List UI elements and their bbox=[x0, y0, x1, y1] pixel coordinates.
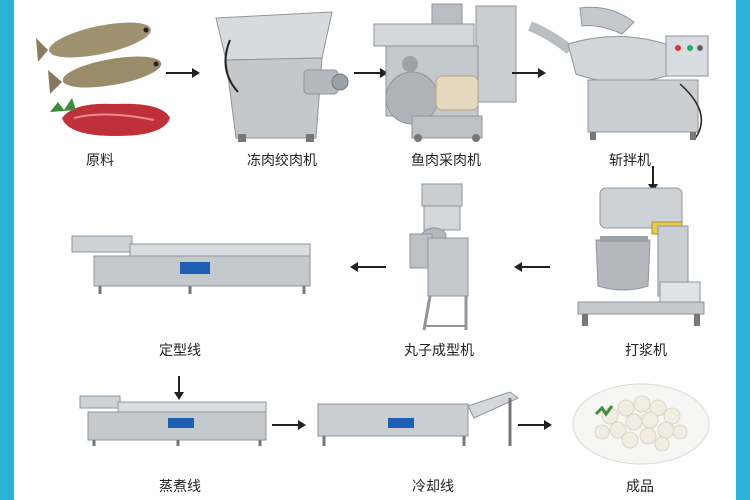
beater-machine-illustration bbox=[577, 187, 705, 326]
grinder-machine-illustration bbox=[215, 11, 349, 142]
stage-label-setting-line: 定型线 bbox=[159, 343, 201, 359]
arrow-left-icon bbox=[514, 262, 550, 272]
stage-label-raw-material: 原料 bbox=[86, 153, 114, 169]
arrow-right-icon bbox=[166, 68, 200, 78]
fish-balls-plate-illustration bbox=[572, 383, 710, 465]
arrow-left-icon bbox=[350, 262, 386, 272]
forming-machine-illustration bbox=[409, 183, 469, 331]
frozen-meat-grinder-image bbox=[212, 10, 352, 145]
stage-label-steaming-line: 蒸煮线 bbox=[159, 479, 201, 495]
arrow-right-icon bbox=[512, 68, 546, 78]
raw-material-image bbox=[34, 10, 174, 140]
setting-line-image bbox=[70, 226, 314, 296]
stage-label-beater: 打浆机 bbox=[625, 343, 667, 359]
ball-forming-machine-image bbox=[404, 182, 472, 334]
arrow-down-icon bbox=[174, 376, 184, 400]
chopper-machine-illustration bbox=[528, 6, 709, 141]
cooling-line-image bbox=[314, 388, 520, 448]
setting-line-illustration bbox=[71, 235, 311, 294]
stage-label-finished-product: 成品 bbox=[626, 479, 654, 495]
beater-image bbox=[576, 186, 706, 330]
finished-product-image bbox=[570, 374, 712, 468]
steaming-line-image bbox=[78, 392, 268, 448]
stage-label-frozen-meat-grinder: 冻肉绞肉机 bbox=[247, 153, 317, 169]
arrow-right-icon bbox=[518, 420, 552, 430]
bowl-chopper-image bbox=[528, 4, 712, 142]
arrow-right-icon bbox=[354, 68, 388, 78]
stage-label-ball-forming-machine: 丸子成型机 bbox=[404, 343, 474, 359]
stage-label-fish-meat-extractor: 鱼肉采肉机 bbox=[411, 153, 481, 169]
extractor-machine-illustration bbox=[373, 3, 517, 142]
stage-label-bowl-chopper: 斩拌机 bbox=[609, 153, 651, 169]
stage-label-cooling-line: 冷却线 bbox=[412, 479, 454, 495]
cooling-line-illustration bbox=[317, 391, 519, 446]
steaming-line-illustration bbox=[79, 395, 267, 446]
arrow-right-icon bbox=[272, 420, 306, 430]
fish-and-meat-illustration bbox=[36, 22, 170, 136]
fish-meat-extractor-image bbox=[372, 2, 520, 144]
